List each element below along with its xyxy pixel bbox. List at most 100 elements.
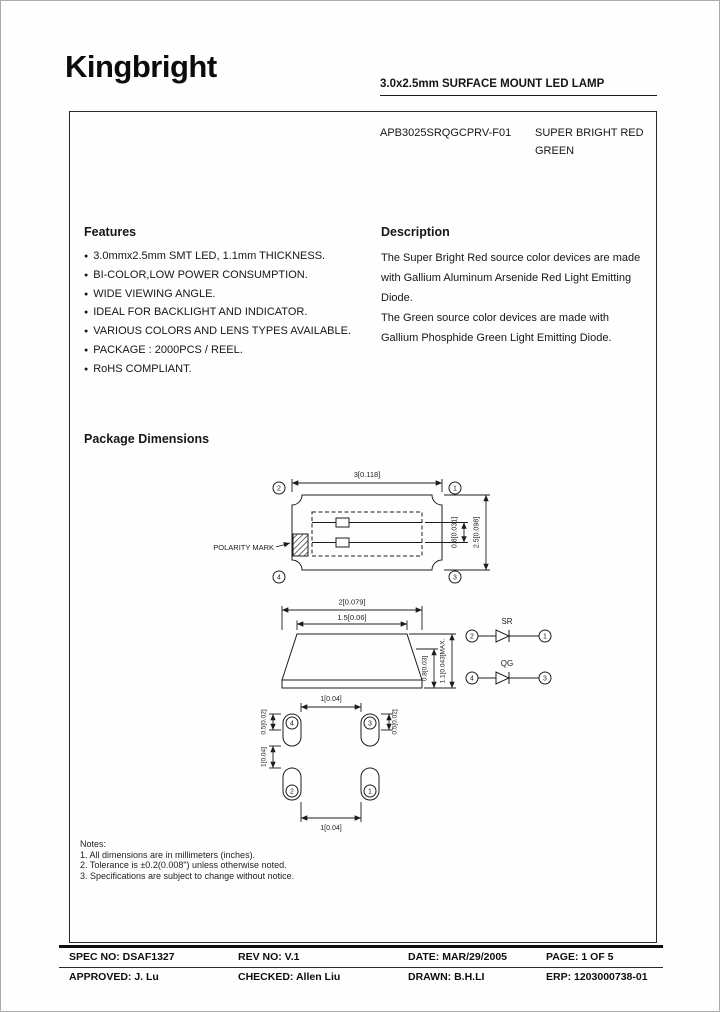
color-name-line2: GREEN: [535, 145, 575, 157]
footer-divider-thin: [59, 967, 663, 968]
dimension-side-width: [281, 606, 423, 630]
dim-top-width-label: 3[0.118]: [354, 470, 381, 479]
description-section: Description The Super Bright Red source …: [381, 225, 648, 348]
footer-checked: CHECKED: Allen Liu: [238, 971, 341, 983]
title-underline: [380, 95, 657, 96]
dimension-pad-left-small: [269, 713, 281, 731]
package-dimensions-heading: Package Dimensions: [84, 432, 210, 446]
feature-item: ●RoHS COMPLIANT.: [84, 361, 378, 380]
package-outline: [291, 494, 443, 571]
pin-3-label: 3: [453, 575, 457, 582]
pin-4-marker: [272, 570, 286, 584]
bullet-icon: ●: [84, 309, 89, 317]
footer-drawn: DRAWN: B.H.LI: [408, 971, 485, 983]
pin-3-label: 3: [368, 721, 372, 728]
pin-2-label: 2: [290, 789, 294, 796]
qg-label: QG: [501, 659, 513, 668]
footer-spec-no: SPEC NO: DSAF1327: [69, 951, 175, 963]
dim-pad-top-gap-label: 1[0.04]: [320, 696, 341, 703]
circuit-labels: SR QG 2 1 4 3: [470, 617, 547, 683]
package-dimensions-drawing: 3[0.118] 0.8[0.031] 2.5[0.098] 2 1 4 3 P…: [213, 470, 552, 832]
sr-diode-symbol: [465, 629, 552, 643]
dimension-pad-bottom-gap: [300, 802, 362, 822]
part-number: APB3025SRQGCPRV-F01: [380, 127, 512, 139]
dimension-side-top-width: [296, 620, 408, 630]
side-view-labels: 2[0.079] 1.5[0.06] 0.8[0.03] 1.1[0.043]M…: [337, 598, 446, 684]
dim-package-height-label: 2.5[0.098]: [474, 517, 481, 548]
dim-side-base-label: 0.8[0.03]: [422, 656, 429, 681]
feature-text: BI-COLOR,LOW POWER CONSUMPTION.: [93, 268, 308, 281]
pin-1-marker: [363, 784, 377, 798]
terminal-pad: [282, 767, 302, 801]
pin-1-marker: [448, 481, 462, 495]
dimension-chip-pitch: [425, 522, 468, 543]
features-list: ●3.0mmx2.5mm SMT LED, 1.1mm THICKNESS. ●…: [84, 248, 378, 380]
qg-diode-symbol: [465, 671, 552, 685]
top-view-drawing: [272, 479, 490, 584]
feature-text: 3.0mmx2.5mm SMT LED, 1.1mm THICKNESS.: [93, 250, 326, 262]
dimension-top-width: [291, 479, 443, 492]
bottom-view-drawing: [269, 703, 393, 822]
pin-3-label: 3: [543, 676, 547, 683]
feature-item: ●IDEAL FOR BACKLIGHT AND INDICATOR.: [84, 304, 378, 323]
feature-item: ● VARIOUS COLORS AND LENS TYPES AVAILABLE…: [84, 323, 378, 342]
led-chip: [335, 517, 350, 528]
pin-4-label: 4: [470, 676, 474, 683]
polarity-mark: [292, 533, 309, 557]
description-heading: Description: [381, 225, 450, 239]
footer-erp: ERP: 1203000738-01: [546, 971, 648, 983]
bullet-icon: ●: [84, 328, 89, 336]
bottom-view-labels: 1[0.04] 0.5[0.02] 1[0.04] 1[0.04] 0.5[0.…: [261, 696, 399, 832]
side-view-drawing: [281, 606, 456, 689]
dim-pad-right-small-label: 0.5[0.02]: [392, 709, 399, 734]
dim-side-top-width-label: 1.5[0.06]: [337, 613, 366, 622]
inner-dashed-outline: [311, 511, 423, 557]
features-heading: Features: [84, 225, 137, 239]
note-item: 1. All dimensions are in millimeters (in…: [80, 849, 256, 860]
pin-4-label: 4: [277, 575, 281, 582]
bullet-icon: ●: [84, 346, 89, 354]
notes-section: Notes: 1. All dimensions are in millimet…: [80, 839, 294, 881]
footer-page: PAGE: 1 OF 5: [546, 951, 614, 963]
description-paragraph: The Super Bright Red source color device…: [381, 252, 641, 304]
terminal-pad: [360, 767, 380, 801]
top-view-labels: 3[0.118] 0.8[0.031] 2.5[0.098] 2 1 4 3 P…: [213, 470, 480, 582]
pin-1-label: 1: [368, 789, 372, 796]
dimension-package-height: [444, 494, 490, 571]
sr-label: SR: [501, 617, 512, 626]
pin-4-label: 4: [290, 721, 294, 728]
pin-1-label: 1: [543, 634, 547, 641]
dimension-pad-top-gap: [300, 703, 362, 712]
polarity-mark-label: POLARITY MARK: [213, 543, 274, 552]
feature-text: RoHS COMPLIANT.: [93, 362, 192, 375]
dimension-pad-left-gap: [269, 745, 281, 769]
dimension-side-height: [409, 633, 456, 689]
feature-text: VARIOUS COLORS AND LENS TYPES AVAILABLE.: [93, 325, 352, 338]
bullet-icon: ●: [84, 271, 89, 279]
pin-2-label: 2: [470, 634, 474, 641]
feature-text: WIDE VIEWING ANGLE.: [93, 287, 216, 300]
dim-side-width-label: 2[0.079]: [338, 598, 365, 607]
feature-item: ●3.0mmx2.5mm SMT LED, 1.1mm THICKNESS.: [84, 248, 378, 267]
dimension-pad-right-small: [381, 713, 393, 731]
terminal-pad: [282, 713, 302, 747]
feature-item: ● BI-COLOR,LOW POWER CONSUMPTION.: [84, 267, 378, 286]
footer-rev-no: REV NO: V.1: [238, 951, 300, 963]
dim-pad-left-small-label: 0.5[0.02]: [261, 709, 268, 734]
dim-pad-left-gap-label: 1[0.04]: [261, 747, 268, 767]
polarity-arrow: [275, 542, 291, 548]
description-paragraph: The Green source color devices are made …: [381, 312, 612, 344]
pin-2-marker: [272, 481, 286, 495]
pin-2-marker: [285, 784, 299, 798]
polarity-circuit-diagram: [465, 629, 552, 685]
dim-side-height-label: 1.1[0.043]MAX.: [440, 638, 447, 683]
features-section: Features ●3.0mmx2.5mm SMT LED, 1.1mm THI…: [84, 225, 378, 380]
note-item: 2. Tolerance is ±0.2(0.008") unless othe…: [80, 860, 287, 870]
dim-chip-pitch-label: 0.8[0.031]: [452, 517, 459, 548]
notes-heading: Notes:: [80, 839, 107, 849]
pin-2-label: 2: [277, 486, 281, 493]
footer-approved: APPROVED: J. Lu: [69, 971, 159, 983]
pin-3-marker: [363, 716, 377, 730]
note-item: 3. Specifications are subject to change …: [80, 870, 295, 881]
